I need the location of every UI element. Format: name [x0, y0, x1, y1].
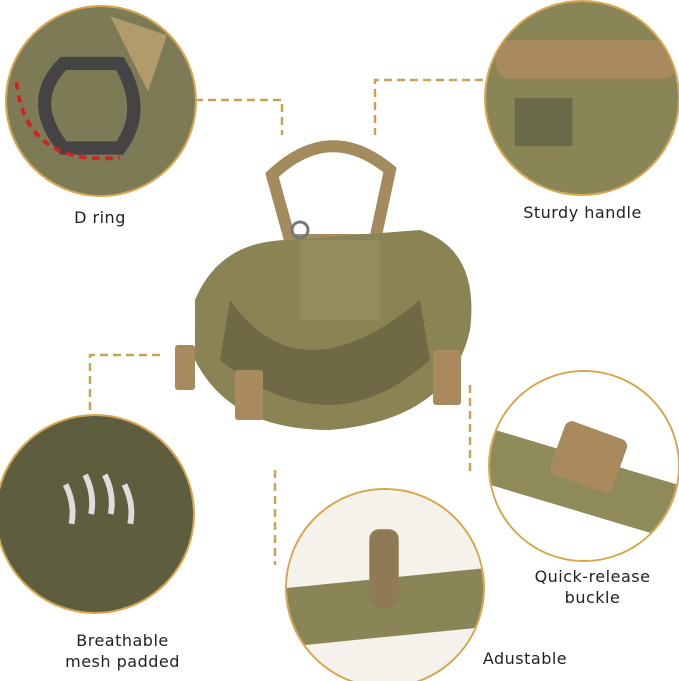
connector-handle — [373, 78, 483, 135]
label-breathable-mesh: Breathable mesh padded — [40, 630, 205, 672]
connector-mesh — [88, 353, 160, 412]
label-line: mesh padded — [65, 652, 180, 671]
d-ring-detail-image — [5, 5, 197, 197]
handle-detail-image — [484, 0, 679, 196]
label-line: Quick-release — [534, 567, 651, 586]
adjustable-detail-image — [285, 488, 485, 681]
label-d-ring: D ring — [74, 208, 126, 227]
label-adjustable: Adustable — [482, 649, 568, 668]
connector-d-ring — [195, 98, 284, 135]
harness-image — [175, 140, 472, 430]
label-line: Breathable — [76, 631, 169, 650]
label-sturdy-handle: Sturdy handle — [523, 203, 642, 222]
buckle-detail-image — [488, 370, 679, 562]
label-line: buckle — [564, 588, 621, 607]
label-quick-release: Quick-release buckle — [510, 566, 675, 608]
mesh-detail-image — [0, 414, 195, 614]
